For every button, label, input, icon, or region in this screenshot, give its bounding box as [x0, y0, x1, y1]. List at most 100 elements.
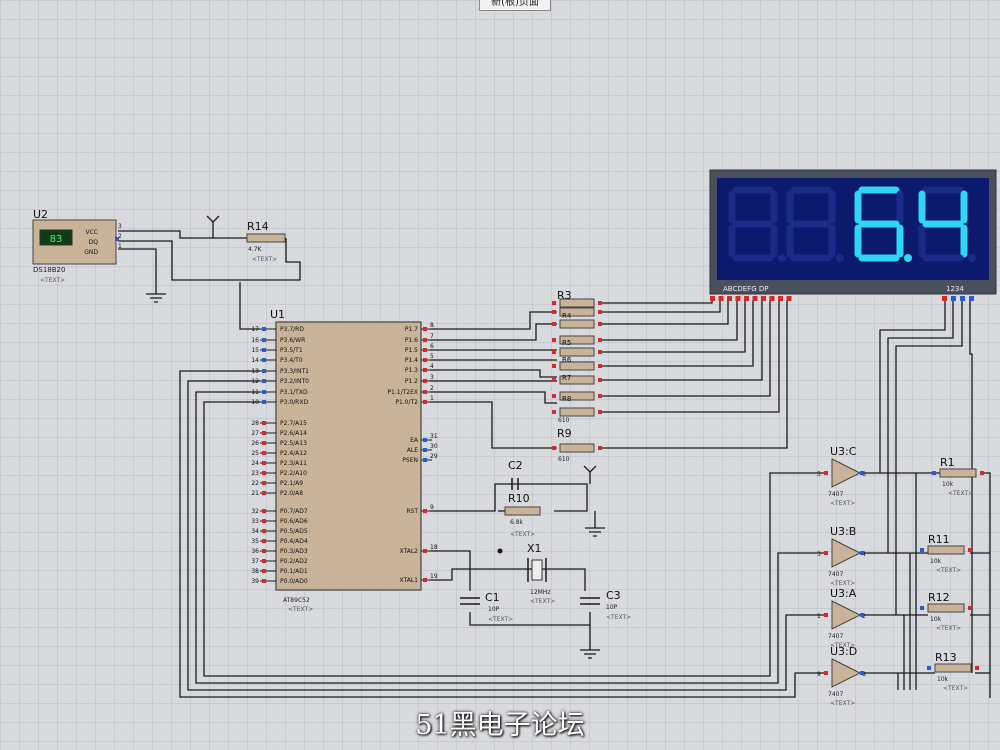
- u1-pin-number: 33: [251, 518, 259, 525]
- pin-marker: [920, 548, 924, 552]
- u1-pin-number: 39: [251, 578, 259, 585]
- gate-ref: U3:C: [830, 445, 857, 458]
- array-resistor[interactable]: [559, 347, 595, 357]
- u1-pin-number: 29: [430, 453, 438, 460]
- pin-marker: [552, 322, 556, 326]
- pin-marker: [262, 461, 266, 465]
- pin-marker: [262, 579, 266, 583]
- u1-pin-name: P1.2: [405, 378, 418, 385]
- u1-pin-name: P3.2/INT0: [280, 378, 309, 385]
- c1-capacitor[interactable]: C1 10P <TEXT>: [460, 591, 513, 623]
- digit-resistor-ref: R11: [928, 533, 950, 546]
- pin-marker: [262, 390, 266, 394]
- pin-marker: [752, 296, 758, 301]
- digit-resistor-ref: R13: [935, 651, 957, 664]
- c1-value: 10P: [488, 606, 500, 613]
- u1-pin-name: P2.5/A13: [280, 440, 307, 447]
- u1-pin-name: P2.3/A11: [280, 460, 307, 467]
- digit-resistor[interactable]: [934, 663, 972, 673]
- pin-marker: [920, 606, 924, 610]
- c3-capacitor[interactable]: C3 10P <TEXT>: [580, 589, 631, 621]
- r10-value: 6.8k: [510, 519, 524, 526]
- gate-part: 7407: [828, 633, 843, 640]
- u1-pin-name: P3.0/RXD: [280, 399, 308, 406]
- r10-resistor[interactable]: R10 6.8k <TEXT>: [504, 492, 541, 538]
- u1-pin-number: 11: [251, 389, 259, 396]
- digit-resistor[interactable]: [927, 603, 965, 613]
- segment-dp: [968, 254, 976, 262]
- array-resistor[interactable]: [559, 375, 595, 385]
- u1-pin-number: 19: [430, 573, 438, 580]
- c3-value: 10P: [606, 604, 618, 611]
- array-resistor-ref: R7: [562, 374, 571, 382]
- gate-pin-in: 3: [817, 551, 821, 558]
- segment-dp: [904, 254, 912, 262]
- u1-pin-name: P0.4/AD4: [280, 538, 308, 545]
- junction-dot: [497, 548, 503, 554]
- u1-right-pins: P1.78P1.67P1.56P1.45P1.34P1.23P1.1/T2EX2…: [387, 322, 437, 584]
- gate-text: <TEXT>: [830, 642, 855, 649]
- pin-marker: [262, 559, 266, 563]
- pin-marker: [423, 509, 427, 513]
- u1-pin-name: P3.7/RD: [280, 326, 304, 333]
- pin-marker: [598, 338, 602, 342]
- gate-part: 7407: [828, 491, 843, 498]
- u1-pin-number: 28: [251, 420, 259, 427]
- r14-value: 4.7K: [248, 246, 263, 253]
- gate-pin-in: 5: [817, 471, 821, 478]
- array-resistor[interactable]: [559, 391, 595, 401]
- u1-pin-number: 25: [251, 450, 259, 457]
- buffer-gate-icon[interactable]: [831, 458, 862, 488]
- power-icon: [206, 215, 220, 223]
- u1-pin-number: 36: [251, 548, 259, 555]
- pin-marker: [860, 671, 864, 675]
- digit-resistor[interactable]: [927, 545, 965, 555]
- pin-marker: [423, 448, 427, 452]
- u1-pin-name: P3.4/T0: [280, 357, 303, 364]
- r9-value: 610: [558, 456, 570, 463]
- digit-resistor[interactable]: [939, 468, 977, 478]
- x1-crystal[interactable]: X1 12MHz <TEXT>: [527, 542, 555, 605]
- array-resistor[interactable]: [559, 319, 595, 329]
- buffer-gates[interactable]: U3:C567407<TEXT>U3:B347407<TEXT>U3:A1274…: [817, 445, 866, 707]
- r14-resistor[interactable]: R14 4.7K <TEXT>: [246, 220, 286, 263]
- c2-capacitor[interactable]: C2: [508, 459, 523, 490]
- u1-pin-number: 17: [251, 326, 259, 333]
- array-resistor[interactable]: [559, 335, 595, 345]
- u2-sensor[interactable]: 83 U2 DS18B20 <TEXT> VCC DQ GND 3 2 1: [32, 208, 122, 284]
- u1-pin-number: 37: [251, 558, 259, 565]
- pin-marker: [262, 491, 266, 495]
- array-resistor[interactable]: [559, 307, 595, 317]
- array-resistor[interactable]: [559, 361, 595, 371]
- pin-marker: [262, 451, 266, 455]
- pin-marker: [552, 301, 556, 305]
- buffer-gate-icon[interactable]: [831, 658, 862, 688]
- c1-ref: C1: [485, 591, 500, 604]
- u1-pin-name: P0.6/AD6: [280, 518, 308, 525]
- u1-pin-number: 31: [430, 433, 438, 440]
- buffer-gate-icon[interactable]: [831, 600, 862, 630]
- buffer-gate-icon[interactable]: [831, 538, 862, 568]
- seven-segment-display[interactable]: ABCDEFG DP 1234: [709, 169, 997, 301]
- pin-marker: [262, 519, 266, 523]
- pin-marker: [423, 578, 427, 582]
- array-resistor[interactable]: [559, 298, 595, 308]
- u1-pin-name: P1.0/T2: [395, 399, 418, 406]
- pin-marker: [423, 458, 427, 462]
- array-resistor-ref: R4: [562, 312, 572, 320]
- u1-pin-number: 18: [430, 544, 438, 551]
- digit-resistor-value: 10k: [942, 481, 954, 488]
- u1-pin-number: 4: [430, 363, 434, 370]
- array-resistor[interactable]: [559, 443, 595, 453]
- pin-marker: [262, 471, 266, 475]
- pin-marker: [262, 569, 266, 573]
- window-tab[interactable]: 新(根)页面: [479, 0, 551, 11]
- gate-ref: U3:B: [830, 525, 856, 538]
- array-resistor[interactable]: [559, 407, 595, 417]
- digit-resistors[interactable]: R110k<TEXT>R1110k<TEXT>R1210k<TEXT>R1310…: [920, 456, 984, 692]
- pin-marker: [598, 301, 602, 305]
